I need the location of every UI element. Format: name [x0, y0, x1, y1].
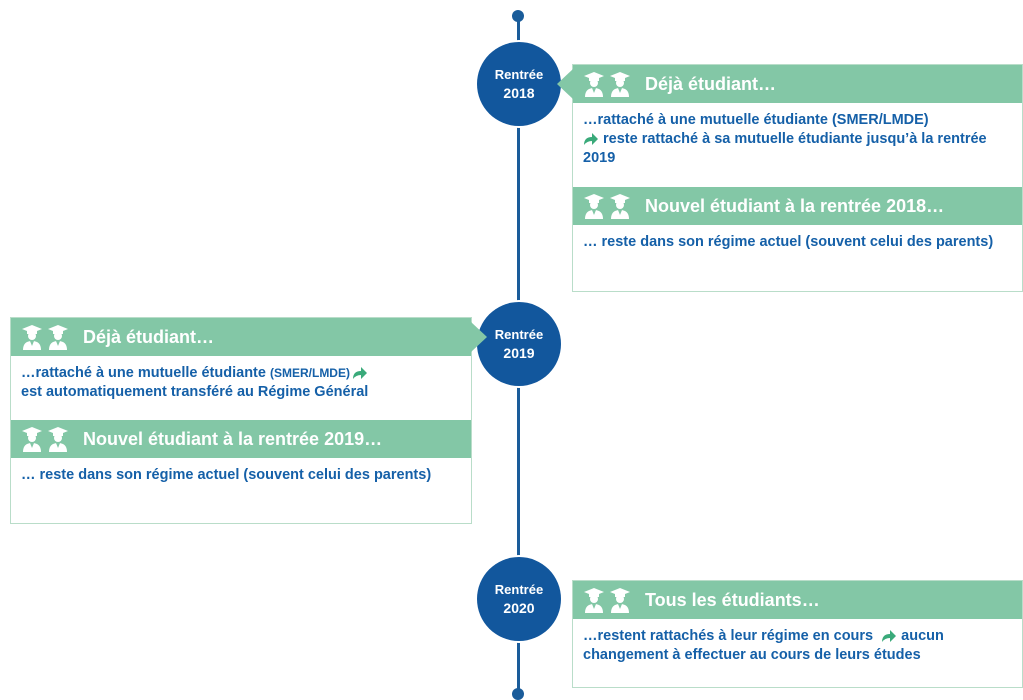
panel-title: Déjà étudiant…	[83, 326, 215, 347]
panel-title: Nouvel étudiant à la rentrée 2018…	[645, 195, 945, 216]
milestone-year: 2018	[503, 85, 535, 101]
panel-line: reste rattaché à sa mutuelle étudiante j…	[583, 131, 987, 166]
milestone-year: 2020	[503, 600, 535, 616]
graduates-icon-group	[21, 324, 69, 350]
panel-line: …rattaché à une mutuelle étudiante (SMER…	[583, 112, 929, 128]
graduates-icon-group	[583, 587, 631, 613]
milestone-label: Rentrée	[494, 327, 544, 342]
milestone-2019: Rentrée 2019	[477, 302, 561, 386]
panel-line-with-arrow: …rattaché à une mutuelle étudiante (SMER…	[21, 364, 461, 383]
milestone-2018: Rentrée 2018	[477, 42, 561, 126]
graduate-icon	[48, 325, 68, 350]
panel-body-deja-2018: …rattaché à une mutuelle étudiante (SMER…	[573, 103, 1022, 187]
panel-line-small: (SMER/LMDE)	[269, 366, 350, 380]
panel-2019: Déjà étudiant… …rattaché à une mutuelle …	[10, 317, 487, 524]
graduate-icon	[584, 194, 604, 219]
share-arrow-icon	[584, 133, 598, 145]
graduate-icon	[584, 72, 604, 97]
panel-2018: Déjà étudiant… …rattaché à une mutuelle …	[557, 64, 1023, 292]
milestone-year: 2019	[503, 345, 535, 361]
panel-line: …rattaché à une mutuelle étudiante	[21, 365, 266, 381]
graduate-icon	[22, 427, 42, 452]
panel-body-nouvel-2018: … reste dans son régime actuel (souvent …	[583, 234, 994, 250]
panel-header-nouvel-2018: Nouvel étudiant à la rentrée 2018…	[573, 187, 1022, 225]
timeline-end-dot	[512, 688, 524, 700]
panel-line-with-arrow: reste rattaché à sa mutuelle étudiante j…	[583, 130, 1012, 168]
graduate-icon	[610, 588, 630, 613]
milestone-label: Rentrée	[494, 582, 544, 597]
graduate-icon	[22, 325, 42, 350]
milestone-2020: Rentrée 2020	[477, 557, 561, 641]
graduates-icon-group	[583, 193, 631, 219]
panel-body-nouvel-2019: … reste dans son régime actuel (souvent …	[21, 467, 432, 483]
panel-body-deja-2019: …rattaché à une mutuelle étudiante (SMER…	[11, 356, 471, 420]
panel-line: aucun changement à effectuer au cours de…	[583, 628, 944, 663]
panel-line: est automatiquement transféré au Régime …	[21, 384, 369, 400]
panel-title: Nouvel étudiant à la rentrée 2019…	[83, 428, 383, 449]
panel-header-deja-2018: Déjà étudiant…	[557, 65, 1022, 103]
panel-header-deja-2019: Déjà étudiant…	[11, 318, 487, 356]
panel-2020: Tous les étudiants… …restent rattachés à…	[572, 580, 1023, 688]
panel-header-tous-2020: Tous les étudiants…	[573, 581, 1022, 619]
share-arrow-icon	[882, 630, 897, 642]
timeline-start-dot	[512, 10, 524, 22]
share-arrow-icon	[352, 367, 367, 379]
graduate-icon	[48, 427, 68, 452]
panel-title: Tous les étudiants…	[645, 589, 820, 610]
graduates-icon-group	[583, 71, 631, 97]
graduate-icon	[610, 194, 630, 219]
milestone-label: Rentrée	[494, 67, 544, 82]
graduate-icon	[610, 72, 630, 97]
panel-line: …restent rattachés à leur régime en cour…	[583, 628, 874, 644]
panel-body-tous-2020: …restent rattachés à leur régime en cour…	[573, 619, 1022, 673]
graduate-icon	[584, 588, 604, 613]
graduates-icon-group	[21, 426, 69, 452]
panel-title: Déjà étudiant…	[645, 73, 777, 94]
panel-header-nouvel-2019: Nouvel étudiant à la rentrée 2019…	[11, 420, 471, 458]
